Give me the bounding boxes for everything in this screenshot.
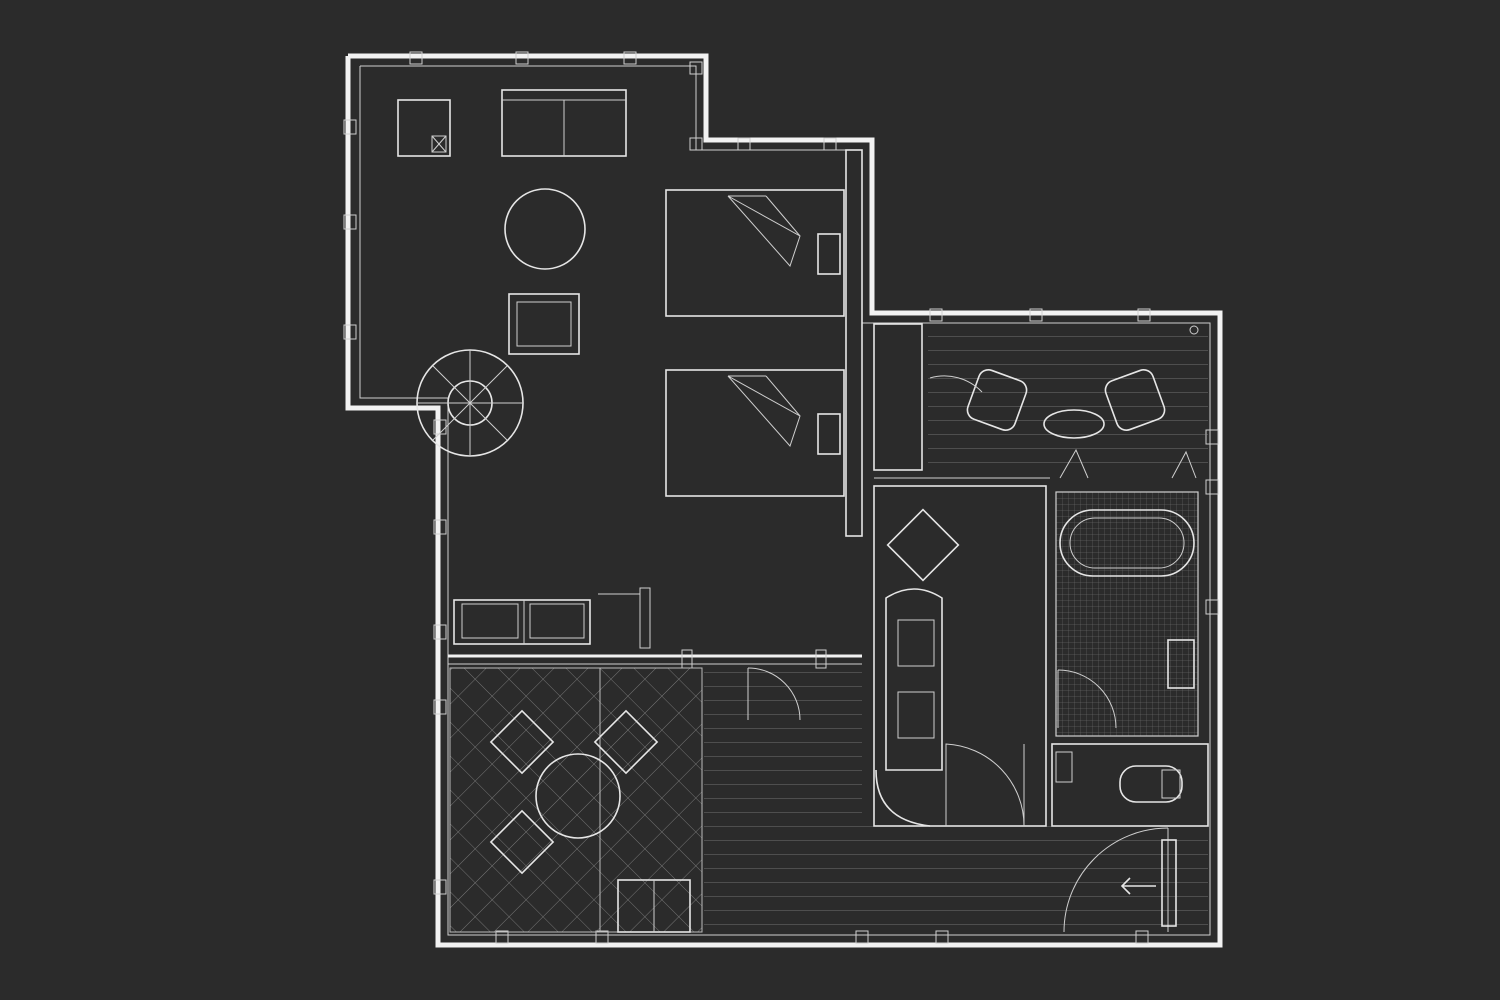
terrace-chair-3 bbox=[489, 809, 555, 875]
bed-1 bbox=[665, 189, 845, 317]
toilet bbox=[1119, 765, 1183, 803]
entry-deck bbox=[704, 667, 1208, 932]
deck-table bbox=[1043, 409, 1105, 439]
stool bbox=[886, 508, 960, 582]
vanity-counter bbox=[885, 588, 943, 771]
sink-1 bbox=[897, 619, 935, 667]
terrace-table bbox=[535, 753, 621, 839]
beds bbox=[665, 149, 863, 537]
sink-2 bbox=[897, 691, 935, 739]
toilet-room bbox=[1051, 743, 1209, 827]
pillow-2 bbox=[817, 413, 841, 455]
lounge bbox=[397, 89, 627, 457]
round-coffee-table bbox=[504, 188, 586, 270]
side-table bbox=[397, 99, 451, 157]
desk-area bbox=[448, 587, 862, 669]
deck-chair-1 bbox=[966, 369, 1028, 431]
pillow-1 bbox=[817, 233, 841, 275]
bathtub-room bbox=[1055, 491, 1199, 737]
terrace-chair-2 bbox=[593, 709, 659, 775]
shower-tray bbox=[1167, 639, 1195, 689]
terrace bbox=[449, 667, 703, 933]
armchair bbox=[508, 293, 580, 355]
bed-2 bbox=[665, 369, 845, 497]
terrace-chair-1 bbox=[489, 709, 555, 775]
spiral-staircase bbox=[416, 349, 524, 457]
bathtub bbox=[1059, 509, 1195, 577]
headboard-wall bbox=[845, 149, 863, 537]
entrance-door bbox=[1063, 827, 1177, 933]
upper-deck bbox=[873, 323, 1208, 479]
vanity-area bbox=[873, 485, 1047, 827]
deck-chair-2 bbox=[1104, 369, 1166, 431]
exterior-walls bbox=[345, 53, 1223, 948]
